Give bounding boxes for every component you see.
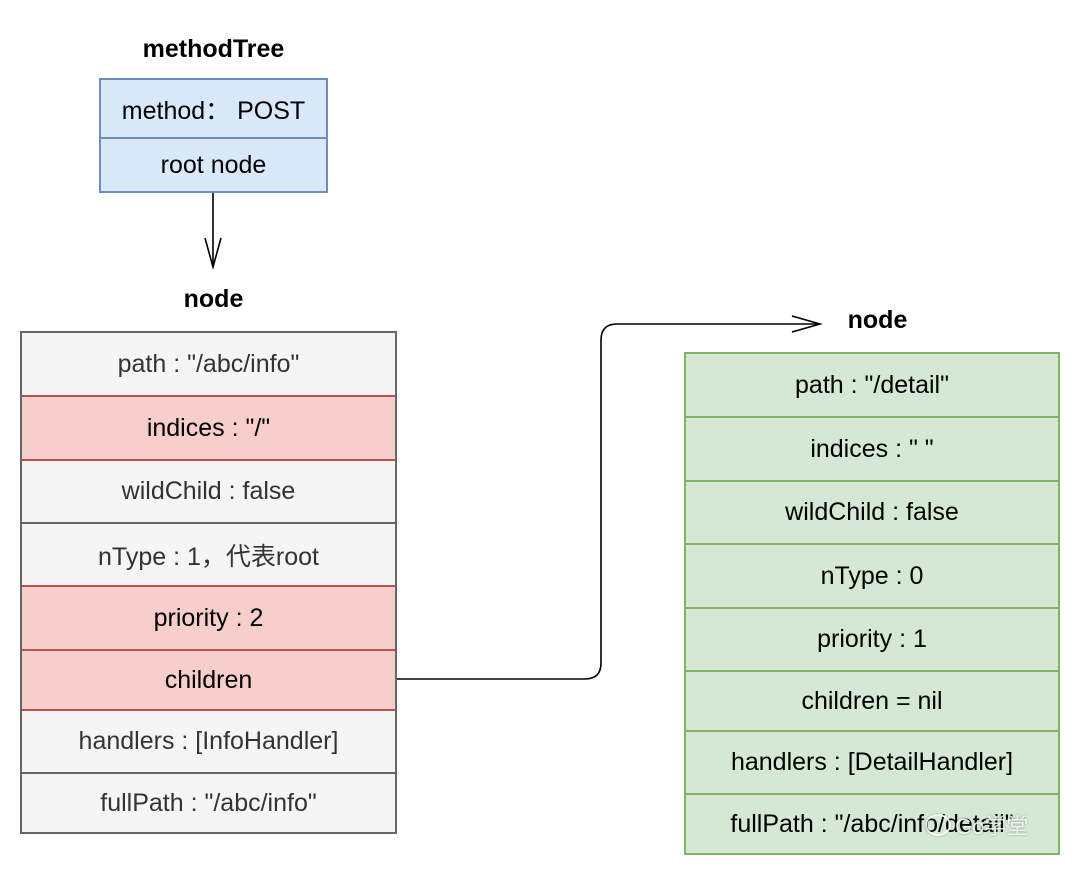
left-node-fullpath-row: fullPath : "/abc/info" xyxy=(22,772,395,832)
method-row: method： POST xyxy=(121,96,306,125)
root-node-row: root node xyxy=(101,137,326,191)
right-node-ntype-row: nType : 0 xyxy=(686,543,1058,607)
right-node-fullpath-row: fullPath : "/abc/info/detail" xyxy=(686,793,1058,853)
left-node-box: path : "/abc/info" indices : "/" wildChi… xyxy=(20,331,397,834)
watermark-text: Go学堂 xyxy=(955,814,1029,839)
left-node-children-row: children xyxy=(22,649,395,709)
watermark: Go学堂 xyxy=(925,810,1045,840)
method-tree-box: method： POST root node xyxy=(99,78,328,193)
right-node-handlers-row: handlers : [DetailHandler] xyxy=(686,730,1058,793)
method-tree-title: methodTree xyxy=(142,35,285,63)
left-node-priority-row: priority : 2 xyxy=(22,585,395,649)
left-node-title: node xyxy=(183,285,244,313)
right-node-children-row: children = nil xyxy=(686,670,1058,730)
right-node-wildchild-row: wildChild : false xyxy=(686,480,1058,543)
method-tree-to-node-arrow xyxy=(204,193,222,271)
left-node-handlers-row: handlers : [InfoHandler] xyxy=(22,709,395,772)
left-node-indices-row: indices : "/" xyxy=(22,395,395,459)
right-node-title: node xyxy=(847,306,908,334)
right-node-indices-row: indices : " " xyxy=(686,416,1058,480)
right-node-priority-row: priority : 1 xyxy=(686,607,1058,670)
left-node-wildchild-row: wildChild : false xyxy=(22,459,395,522)
wechat-icon xyxy=(925,814,951,836)
left-node-path-row: path : "/abc/info" xyxy=(117,349,300,378)
right-node-box: path : "/detail" indices : " " wildChild… xyxy=(684,352,1060,855)
right-node-path-row: path : "/detail" xyxy=(795,370,949,399)
left-node-ntype-row: nType : 1，代表root xyxy=(22,522,395,585)
